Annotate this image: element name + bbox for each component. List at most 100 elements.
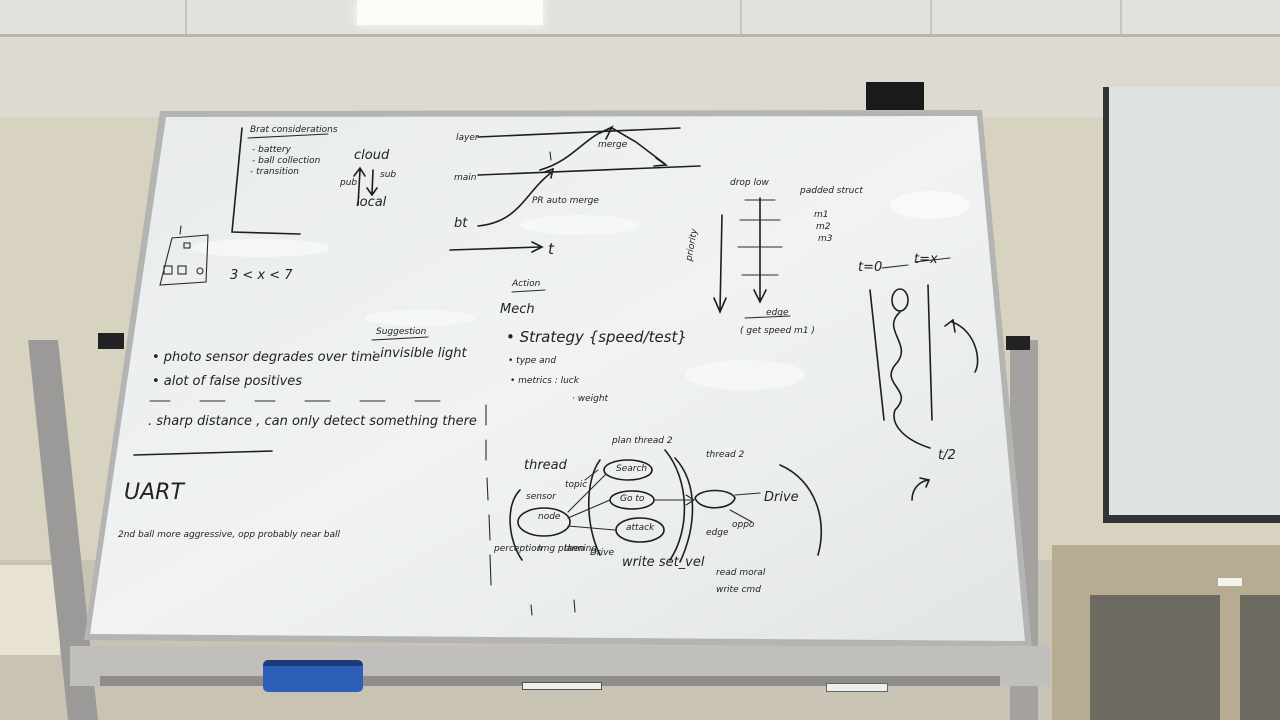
bottom-label: perception [494,544,543,554]
metrics-item: • metrics : luck [510,376,579,386]
search-label: Search [616,464,648,474]
pub-label: pub [340,178,358,188]
local-label: local [356,195,387,210]
drive-label: Drive [764,490,799,505]
divider-line [133,450,273,456]
search-node [603,459,653,481]
desk [0,565,60,655]
speaker [866,82,924,110]
eraser [263,660,363,692]
sensor-label: sensor [526,492,556,502]
read-note: read moral [716,568,766,578]
board-clamp [1006,336,1030,350]
padded-struct-label: padded struct [800,186,863,196]
suggestion-title: Suggestion [376,327,427,337]
plan-thread-label: plan thread 2 [612,436,673,446]
inequality: 3 < x < 7 [230,268,293,283]
arrow-up [353,166,366,206]
struct-field: m3 [818,234,833,244]
thread-bracket-left [509,489,523,561]
goto-label: Go to [620,494,645,504]
cabinet-glass [1240,595,1280,720]
considerations-title: Brat considerations [250,125,338,135]
attack-label: attack [626,523,655,533]
path-curve [890,311,931,449]
consideration-item: - ball collection [252,156,321,166]
thread2-label: thread 2 [706,450,745,460]
board-clamp [98,333,124,349]
note-line: • alot of false positives [152,374,303,389]
bottom-label: Drive [590,548,614,558]
ceiling [0,0,1280,36]
struct-field: m1 [814,210,829,220]
marker [826,683,888,692]
rotate-arrow [944,318,979,373]
thread2-bracket [779,464,822,556]
cabinet-glass [1090,595,1220,720]
vertical-dashes [485,404,576,616]
weight-item: · weight [572,394,609,404]
pr-label: PR auto merge [532,196,599,206]
note-line: • photo sensor degrades over time [152,350,381,365]
bt-label: bt [454,216,468,231]
marker [522,682,602,690]
priority-arrow [713,214,727,315]
t-axis-label: t [548,240,554,258]
edge-label: edge [706,528,729,538]
underline [247,133,329,139]
strategy-item: • Strategy {speed/test} [506,328,687,346]
merge-label: merge [598,140,628,150]
planning-bracket-right2 [674,457,694,563]
tx-line [927,284,933,421]
ceiling-seam [185,0,187,34]
soffit [0,37,1280,117]
corner-bracket [231,127,301,235]
marker-tray-lip [100,676,1000,686]
bt-curve [477,171,553,227]
oppo-label: oppo [732,520,755,530]
t-half-label: t/2 [938,448,956,463]
consideration-item: - transition [250,167,299,177]
ceiling-seam [740,0,742,34]
bottom-label: then [564,544,585,554]
t0-label: t=0 [858,260,883,275]
topic-label: topic [565,480,588,490]
action-title: Action [512,279,541,289]
sub-label: sub [380,170,397,180]
get-speed-label: ( get speed m1 ) [740,326,815,336]
cloud-label: cloud [354,148,390,163]
drive-node [694,489,736,509]
ceiling-light [357,0,543,25]
main-label: main [454,173,477,183]
ceiling-seam [930,0,932,34]
projector-screen [1103,87,1280,523]
uart-label: UART [124,480,184,505]
planning-bracket-right [664,449,686,561]
struct-field: m2 [816,222,831,232]
time-arrow [449,241,544,253]
bottom-label: Img planning [538,544,598,554]
main-line [477,165,701,176]
bottom-label: write set_vel [622,555,705,570]
cabinet-label [1218,578,1242,586]
layer-line [477,127,681,138]
t0-line [869,289,885,421]
node-label: node [538,512,561,522]
mech-label: Mech [500,302,535,317]
uart-note: 2nd ball more aggressive, opp probably n… [118,530,340,540]
layer-label: layer [456,133,479,143]
attack-node [615,517,665,543]
curl-arrow [911,477,931,501]
planning-bracket-left [588,459,601,556]
thread-label: thread [524,458,567,473]
note-line: . sharp distance , can only detect somet… [148,414,477,429]
arrow-down [366,169,378,197]
ceiling-seam [1120,0,1122,34]
ceiling-edge [0,34,1280,37]
consideration-item: - battery [252,145,291,155]
drop-low-label: drop low [730,178,769,188]
type-item: • type and [508,356,557,366]
read-note: write cmd [716,585,761,595]
sensor-node [517,507,571,537]
